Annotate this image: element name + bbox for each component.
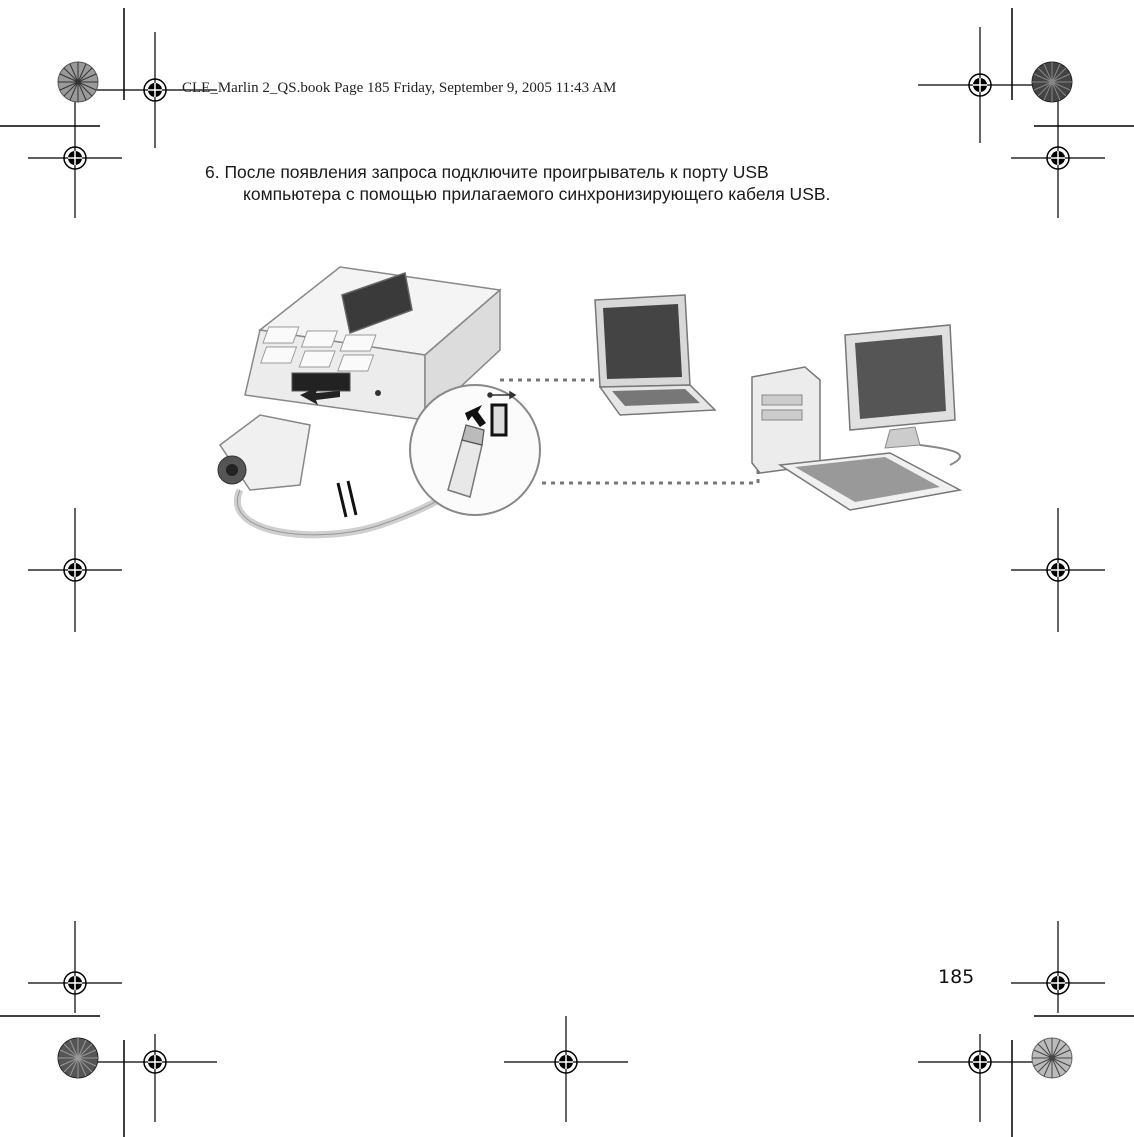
registration-target-icon <box>28 508 122 632</box>
registration-target-icon <box>504 1016 628 1122</box>
registration-target-icon <box>918 27 1042 143</box>
usb-symbol-icon <box>487 390 517 400</box>
registration-target-icon <box>1011 100 1105 218</box>
registration-target-icon <box>918 1034 1042 1122</box>
instruction-step: 6. После появления запроса подключите пр… <box>205 162 1005 206</box>
registration-target-icon <box>28 100 122 218</box>
instruction-line-2: компьютера с помощью прилагаемого синхро… <box>243 183 831 204</box>
instruction-line-1: 6. После появления запроса подключите пр… <box>205 162 769 182</box>
starburst-rosette-icon <box>57 61 99 103</box>
usb-connection-illustration <box>217 266 963 539</box>
starburst-rosette-icon <box>1031 61 1073 103</box>
starburst-rosette-icon <box>57 1037 99 1079</box>
registration-target-icon <box>93 32 217 148</box>
registration-target-icon <box>1011 921 1105 1013</box>
page-number: 185 <box>938 966 975 988</box>
print-slug-line: CLE_Marlin 2_QS.book Page 185 Friday, Se… <box>182 80 617 96</box>
registration-target-icon <box>1011 508 1105 632</box>
starburst-rosette-icon <box>1031 1037 1073 1079</box>
registration-target-icon <box>93 1034 217 1122</box>
mp3-player-illustration <box>244 266 502 422</box>
laptop-illustration <box>594 294 717 416</box>
usb-port-magnifier <box>409 384 541 516</box>
desktop-computer-illustration <box>751 324 963 511</box>
registration-target-icon <box>28 921 122 1013</box>
